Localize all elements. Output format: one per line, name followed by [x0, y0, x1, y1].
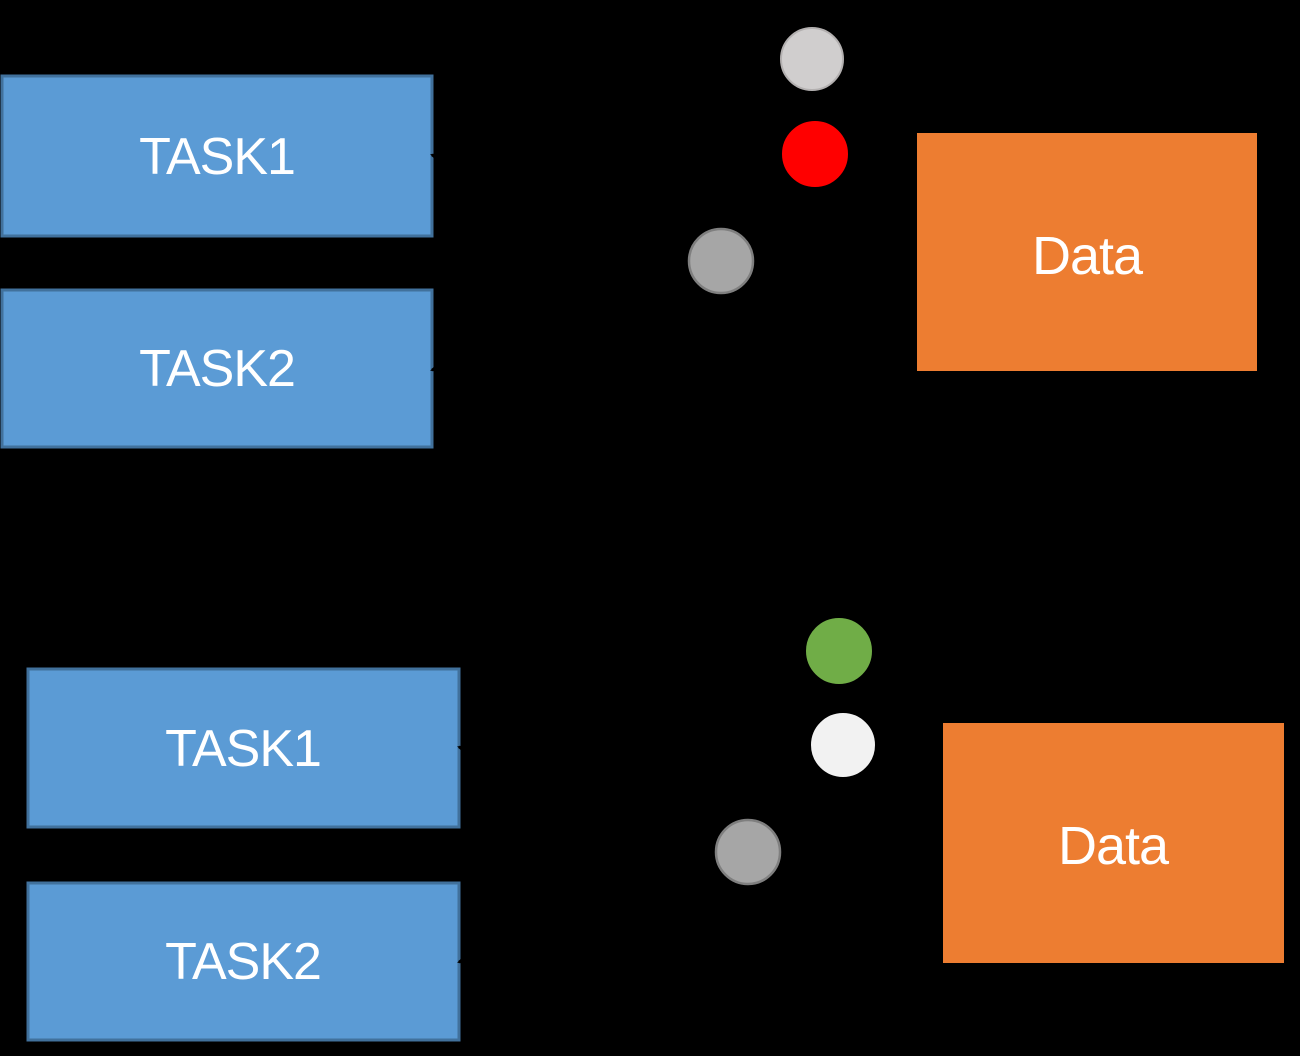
- junction-node: [714, 818, 782, 886]
- task1-label: TASK1: [139, 128, 295, 186]
- connector-task2-junction: [430, 259, 722, 373]
- data-label: Data: [1032, 226, 1144, 286]
- connector-task2-junction: [457, 850, 749, 965]
- connector-task1-junction: [430, 152, 722, 263]
- connector-task1-junction: [457, 744, 749, 854]
- data-box: [917, 133, 1257, 371]
- status-light-locked: [782, 121, 848, 187]
- status-light-go: [806, 618, 872, 684]
- task2-box: [0, 288, 434, 449]
- task1-box: [26, 667, 461, 829]
- junction-node: [687, 227, 755, 295]
- task1-label: TASK1: [165, 720, 321, 778]
- task2-label: TASK2: [165, 933, 321, 991]
- top-scenario: TASK1 TASK2 Data: [0, 27, 1257, 449]
- status-light-standby: [780, 27, 844, 91]
- data-box: [943, 723, 1284, 963]
- bottom-scenario: TASK1 TASK2 Data: [26, 618, 1284, 1042]
- data-label: Data: [1058, 816, 1170, 876]
- task2-box: [26, 881, 461, 1042]
- task2-label: TASK2: [139, 340, 295, 398]
- status-light-open: [811, 713, 875, 777]
- task1-box: [0, 74, 434, 238]
